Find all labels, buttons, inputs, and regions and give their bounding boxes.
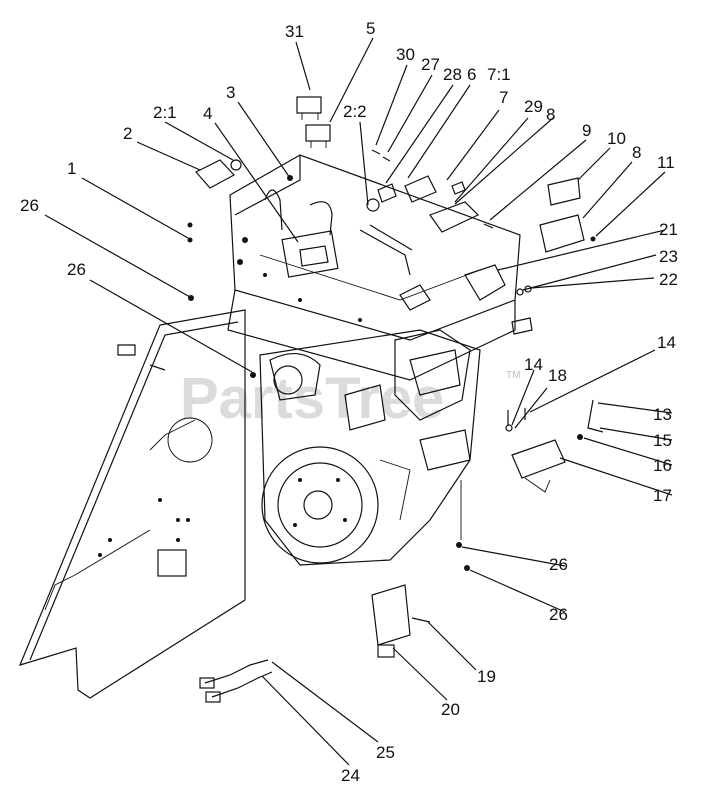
- callout-31: 31: [285, 22, 304, 41]
- callout-26-a: 26: [20, 196, 39, 215]
- terminal-block-8: [429, 201, 480, 233]
- callout-30: 30: [396, 45, 415, 64]
- callout-24: 24: [341, 766, 360, 785]
- harness-24: [211, 671, 273, 698]
- callout-13: 13: [653, 405, 672, 424]
- callout-8-b: 8: [632, 143, 641, 162]
- callout-8-a: 8: [546, 105, 555, 124]
- nut-26-d: [464, 565, 470, 571]
- callout-4: 4: [203, 104, 212, 123]
- screws-30-27: [371, 149, 391, 162]
- callout-27: 27: [421, 55, 440, 74]
- switch-31-top: [296, 96, 322, 114]
- relay-10: [547, 177, 581, 206]
- callout-25: 25: [376, 743, 395, 762]
- control-deck: [227, 154, 521, 381]
- engine-block: [259, 329, 481, 566]
- chassis-side-panel: [18, 309, 246, 699]
- callout-3: 3: [226, 83, 235, 102]
- nut-26-c: [456, 542, 462, 548]
- harness-25: [204, 659, 269, 684]
- callout-6: 6: [467, 65, 476, 84]
- callout-15: 15: [653, 431, 672, 450]
- watermark-tm: TM: [506, 370, 520, 381]
- bolt-19: [411, 617, 431, 623]
- regulator-plug-20: [377, 644, 395, 658]
- callout-9: 9: [582, 121, 591, 140]
- regulator-20: [371, 584, 411, 646]
- callout-23: 23: [659, 247, 678, 266]
- callout-1: 1: [67, 159, 76, 178]
- callout-labels: 31 5 30 27 28 6 7:1 7 29 8 9 10 8 11 2:2…: [20, 19, 678, 785]
- callout-2-2: 2:2: [343, 102, 367, 121]
- callout-14-b: 14: [524, 355, 543, 374]
- bolts-14: [507, 408, 526, 425]
- callout-17: 17: [653, 486, 672, 505]
- nut-26-b: [250, 372, 256, 378]
- washer-23: [516, 288, 524, 296]
- callout-14-a: 14: [657, 333, 676, 352]
- screw-11: [590, 236, 596, 242]
- plug-2: [195, 159, 235, 189]
- bracket-6: [377, 183, 397, 203]
- callout-29: 29: [524, 97, 543, 116]
- screw-9: [483, 223, 494, 229]
- callout-26-b: 26: [67, 260, 86, 279]
- callout-16: 16: [653, 456, 672, 475]
- grommet-2-2: [366, 198, 380, 212]
- callout-20: 20: [441, 700, 460, 719]
- parts-group: [117, 96, 604, 703]
- relay-7-1: [404, 175, 437, 203]
- tube-13: [587, 399, 604, 433]
- callout-10: 10: [607, 129, 626, 148]
- ring-2-1: [230, 159, 242, 171]
- callout-2: 2: [123, 124, 132, 143]
- callout-7: 7: [499, 88, 508, 107]
- callout-5: 5: [366, 19, 375, 38]
- callout-26-c: 26: [549, 555, 568, 574]
- block-8: [539, 214, 585, 253]
- callout-2-1: 2:1: [153, 103, 177, 122]
- module-21: [464, 264, 506, 301]
- capacitor-17: [511, 439, 566, 479]
- callout-19: 19: [477, 667, 496, 686]
- switch-31-bottom: [305, 124, 331, 142]
- leader-lines: [44, 37, 673, 766]
- callout-7-1: 7:1: [487, 65, 511, 84]
- watermark-text: PartsTree: [180, 366, 444, 431]
- callout-18: 18: [548, 366, 567, 385]
- callout-26-d: 26: [549, 605, 568, 624]
- callout-11: 11: [657, 153, 675, 172]
- callout-21: 21: [659, 220, 678, 239]
- callout-28: 28: [443, 65, 462, 84]
- callout-22: 22: [659, 270, 678, 289]
- washer-16: [577, 434, 583, 440]
- washer-18: [505, 424, 513, 432]
